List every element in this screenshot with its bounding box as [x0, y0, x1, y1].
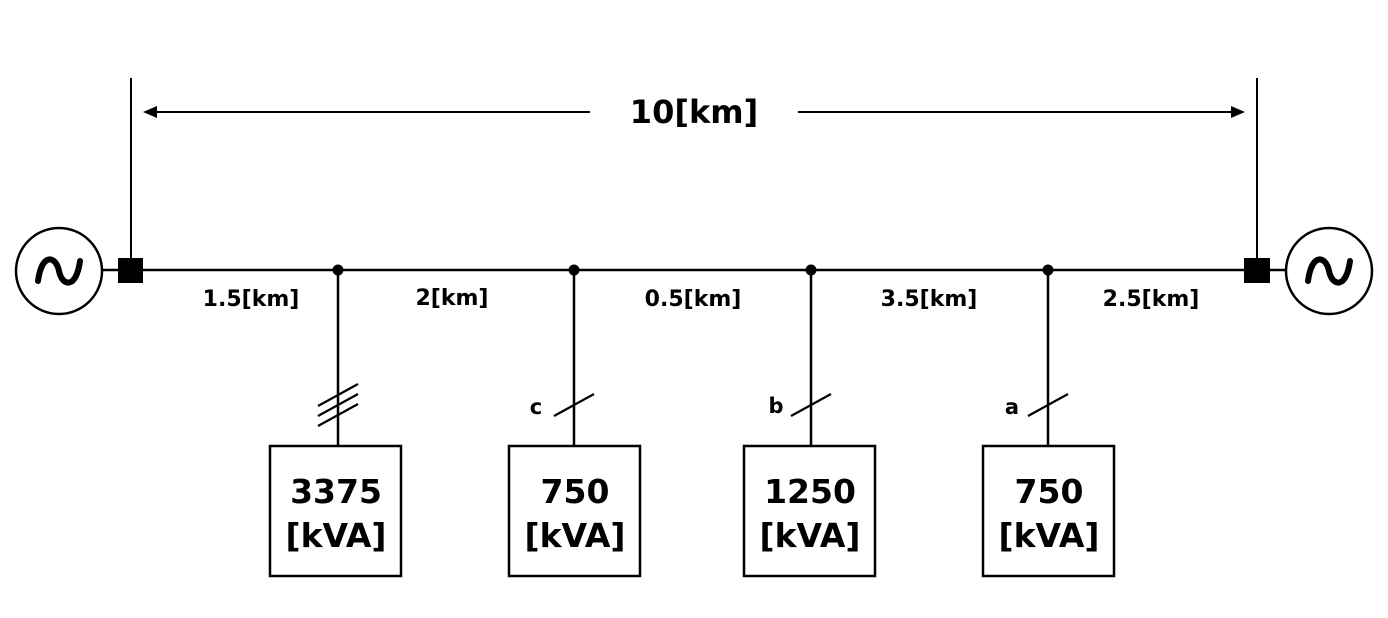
load-box-3 [742, 444, 877, 578]
segment-label-2: 2[km] [416, 286, 489, 311]
load-box-4 [981, 444, 1116, 578]
load-size-2: 750 [541, 472, 610, 511]
total-distance-label: 10[km] [630, 93, 758, 131]
load-unit-4: [kVA] [999, 516, 1100, 555]
right-ac-source-icon [1284, 226, 1374, 316]
load-size-3: 1250 [764, 472, 856, 511]
segment-label-5: 2.5[km] [1103, 287, 1200, 312]
single-phase-slash-icon [790, 393, 832, 417]
phase-label-c: c [530, 395, 542, 419]
segment-label-1: 1.5[km] [203, 287, 300, 312]
load-size-4: 750 [1015, 472, 1084, 511]
load-tap-3: b 1250 [kVA] [742, 264, 877, 578]
dimension-arrowhead-left [143, 106, 157, 118]
load-box-2 [507, 444, 642, 578]
right-breaker-icon [1244, 258, 1270, 283]
load-unit-2: [kVA] [525, 516, 626, 555]
load-tap-1: 3375 [kVA] [268, 264, 403, 578]
load-unit-1: [kVA] [286, 516, 387, 555]
single-phase-slash-icon [553, 393, 595, 417]
dimension-arrowhead-right [1231, 106, 1245, 118]
load-tap-2: c 750 [kVA] [507, 264, 642, 578]
load-tap-4: a 750 [kVA] [981, 264, 1116, 578]
load-box-1 [268, 444, 403, 578]
single-phase-slash-icon [1027, 393, 1069, 417]
load-unit-3: [kVA] [760, 516, 861, 555]
segment-label-4: 3.5[km] [881, 287, 978, 312]
segment-label-3: 0.5[km] [645, 287, 742, 312]
left-breaker-icon [118, 258, 143, 283]
left-ac-source-icon [14, 226, 104, 316]
phase-label-a: a [1005, 395, 1019, 419]
phase-label-b: b [768, 394, 783, 418]
load-size-1: 3375 [290, 472, 382, 511]
three-phase-slash-icon [317, 383, 359, 427]
